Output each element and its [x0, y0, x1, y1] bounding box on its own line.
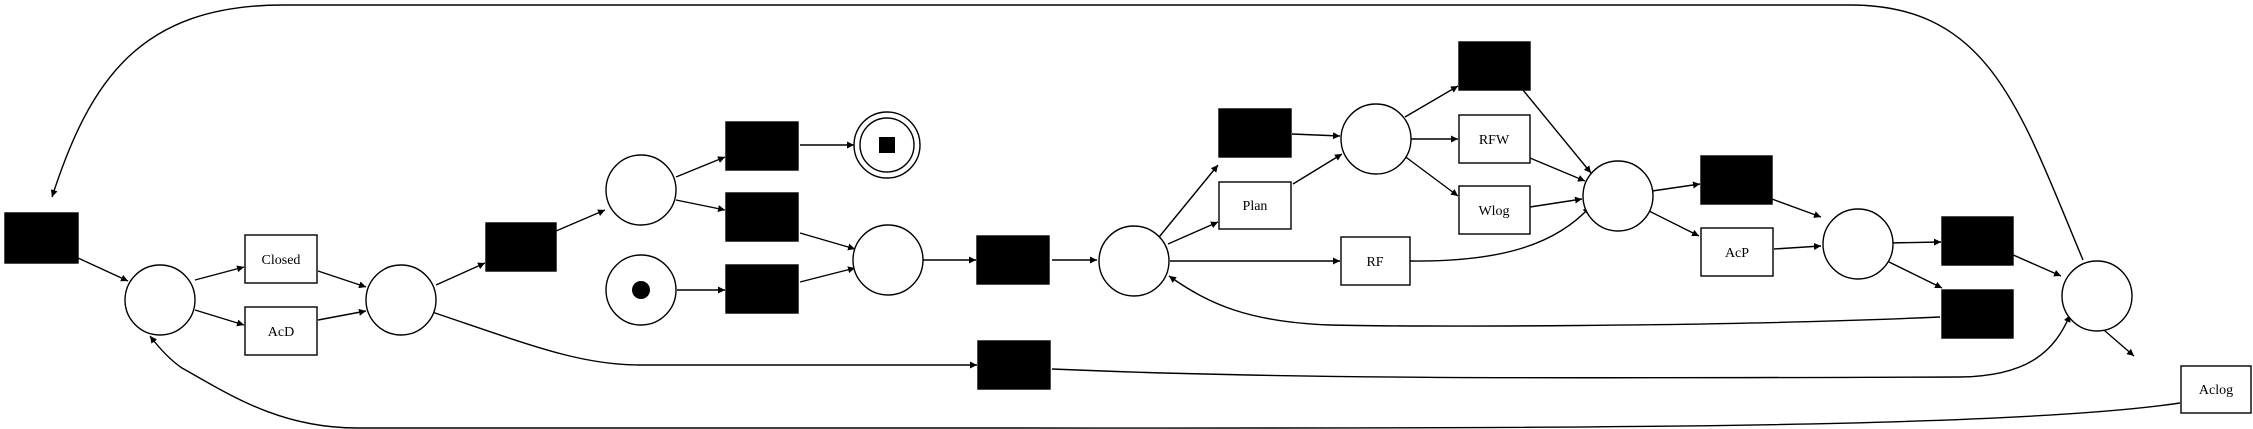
arc [675, 199, 726, 213]
token [632, 281, 650, 299]
silent-transition [1218, 108, 1292, 158]
arc [194, 265, 245, 281]
arc [799, 266, 856, 283]
transition-plan [1218, 181, 1292, 230]
arc [1884, 259, 1943, 289]
arc [555, 209, 606, 232]
arc [1771, 198, 1822, 218]
places [124, 103, 2133, 336]
transition-label-closed: Closed [262, 253, 301, 268]
transition-label-rfw: RFW [1479, 133, 1510, 148]
silent-transition [1941, 216, 2014, 266]
silent-transition [725, 264, 799, 314]
arcs [50, 4, 2181, 429]
arc [1651, 181, 1701, 192]
arc [799, 232, 856, 251]
arc [1404, 85, 1459, 118]
silent-transition [485, 222, 557, 272]
place [605, 154, 677, 226]
silent-transition [1458, 41, 1531, 91]
arc [675, 156, 726, 178]
arc [1529, 157, 1586, 182]
arc [194, 309, 245, 327]
arc [1291, 132, 1341, 140]
place [1340, 103, 1412, 175]
place [1098, 225, 1170, 297]
place [365, 264, 437, 336]
silent-transition [976, 235, 1050, 285]
silent-transition [725, 192, 799, 242]
arc [2010, 253, 2062, 277]
transition-label-acd: AcD [268, 325, 294, 340]
arc [1051, 314, 2071, 379]
transition-label-aclog: Aclog [2199, 383, 2233, 398]
arc [1773, 242, 1822, 250]
arc [1167, 221, 1219, 245]
arc [1885, 238, 1942, 246]
silent-transition [977, 340, 1051, 390]
silent-transition [4, 212, 79, 264]
arc [435, 262, 486, 286]
transition-acp [1700, 227, 1774, 277]
arc [1292, 153, 1343, 185]
transition-label-wlog: Wlog [1478, 204, 1509, 219]
silent-transition [1700, 155, 1773, 205]
arc [149, 335, 2181, 429]
transition-label-rf: RF [1366, 255, 1383, 270]
arc [1168, 275, 1941, 327]
arc [1522, 89, 1592, 174]
arc [431, 311, 977, 369]
arc [317, 308, 367, 321]
arc [1529, 196, 1583, 208]
silent-transition [725, 121, 799, 171]
final-marker [879, 137, 895, 153]
transition-aclog [2180, 365, 2252, 414]
silent-transition [1941, 289, 2014, 339]
transition-acd [244, 306, 318, 356]
transition-closed [244, 234, 318, 284]
place [1822, 208, 1894, 280]
arc [1648, 210, 1700, 237]
place [1582, 160, 1654, 232]
arc [1409, 206, 1591, 262]
arc [1402, 154, 1459, 197]
transition-label-acp: AcP [1725, 246, 1749, 261]
arc [50, 4, 2084, 261]
transition-wlog [1458, 185, 1531, 235]
arc [77, 257, 129, 282]
place [124, 264, 196, 336]
transition-rfw [1458, 114, 1531, 164]
place [852, 224, 924, 296]
arc [317, 270, 367, 289]
transition-label-plan: Plan [1243, 199, 1268, 214]
arc [1154, 164, 1219, 243]
place [2061, 260, 2133, 332]
transition-rf [1340, 236, 1411, 286]
transitions: Closed AcD Plan RF RFW Wlog AcP Aclog [4, 41, 2252, 414]
